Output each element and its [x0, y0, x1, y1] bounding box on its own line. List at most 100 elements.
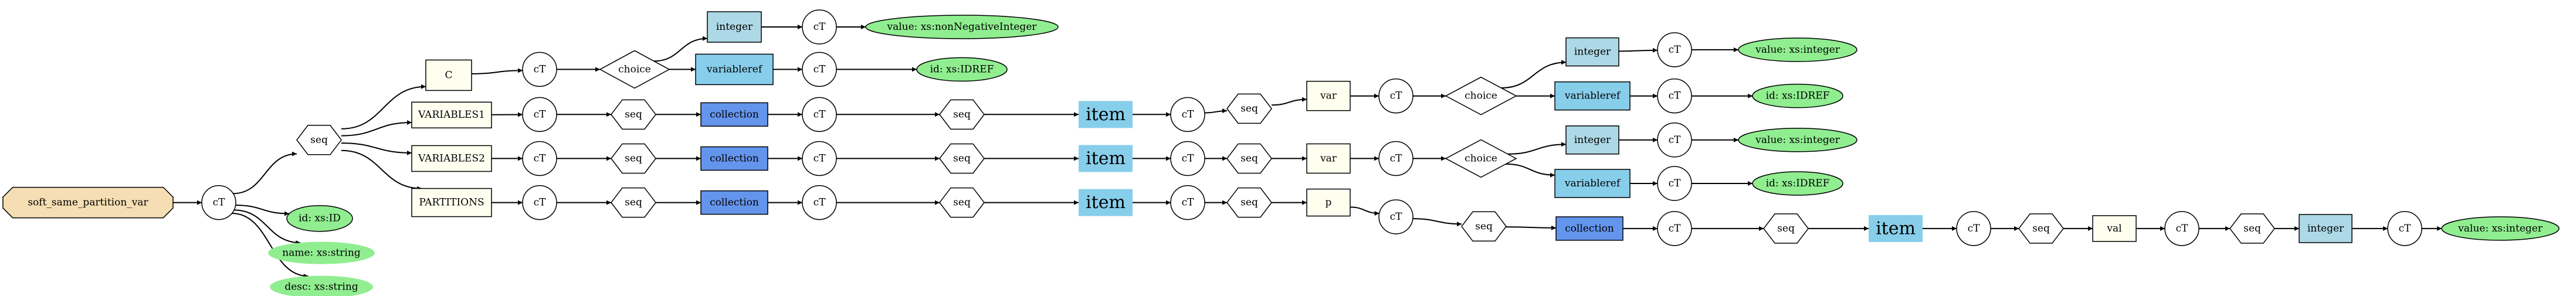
- node-ctVarrefC-shape: [802, 52, 837, 87]
- node-ctIntPP-shape: [2387, 211, 2422, 246]
- node-pP-shape: [1306, 188, 1351, 217]
- node-colP-shape: [700, 190, 768, 215]
- node-ct0-label: cT: [213, 197, 226, 209]
- node-seqP-label: seq: [625, 197, 642, 209]
- node-ctColV2-label: cT: [814, 152, 826, 164]
- node-varrefV1-shape: [1554, 81, 1631, 111]
- node-seqV1-shape: [611, 99, 656, 130]
- node-ctIntC: cT: [802, 9, 837, 45]
- node-itemV1-label: item: [1086, 104, 1126, 125]
- node-valIntV1: value: xs:integer: [1738, 38, 1858, 62]
- node-valIntC-label: value: xs:nonNegativeInteger: [887, 21, 1038, 33]
- node-ctVarrefV1-label: cT: [1669, 90, 1682, 102]
- node-idrefC: id: xs:IDREF: [916, 57, 1008, 82]
- node-root-shape: [2, 186, 174, 219]
- node-ctItemV1: cT: [1170, 97, 1205, 132]
- node-V1-shape: [411, 101, 492, 128]
- node-ctItemPP-shape: [1956, 211, 1991, 246]
- node-attr_id: id: xs:ID: [286, 205, 353, 232]
- node-ctIntPP: cT: [2387, 211, 2422, 246]
- node-itemP-shape: [1079, 189, 1133, 216]
- node-seqColV2: seq: [939, 143, 985, 174]
- node-itemV1-shape: [1079, 101, 1133, 128]
- node-attr_id-label: id: xs:ID: [299, 213, 341, 224]
- edge-choiceC-to-intC: [653, 36, 708, 62]
- node-seqPP: seq: [1461, 211, 1507, 242]
- node-ctItemP-shape: [1170, 185, 1205, 220]
- edge-C-to-ctC: [471, 68, 523, 74]
- node-ctVarrefV2: cT: [1657, 166, 1692, 201]
- edge-seq0-to-P: [341, 149, 422, 191]
- node-intV1-label: integer: [1574, 46, 1611, 58]
- node-seqValPP-shape: [2229, 213, 2275, 244]
- node-varrefC-label: variableref: [706, 63, 763, 75]
- node-choiceC: choice: [599, 50, 670, 89]
- node-valIntV1-label: value: xs:integer: [1755, 44, 1841, 56]
- node-seqValPP-label: seq: [2243, 223, 2261, 234]
- node-seqV1-label: seq: [625, 108, 642, 120]
- node-colPP-shape: [1555, 216, 1623, 241]
- node-idrefV2-label: id: xs:IDREF: [1766, 178, 1830, 189]
- node-ctVarV1-shape: [1378, 78, 1414, 114]
- node-ctValPP: cT: [2164, 211, 2199, 246]
- node-ctVarrefV1: cT: [1657, 78, 1692, 114]
- node-V1-label: VARIABLES1: [418, 109, 485, 121]
- node-ctColP-label: cT: [814, 197, 826, 209]
- node-root-label: soft_same_partition_var: [28, 197, 148, 209]
- node-varV2-label: var: [1320, 152, 1337, 164]
- node-choiceV2-shape: [1445, 139, 1517, 178]
- node-valPP: val: [2092, 215, 2137, 242]
- node-seqItemV1: seq: [1226, 93, 1272, 124]
- node-ctV2: cT: [522, 141, 557, 176]
- node-valPP-label: val: [2106, 223, 2121, 234]
- edge-seq0-to-C: [341, 84, 426, 130]
- node-seqP: seq: [611, 187, 656, 218]
- node-intV1-shape: [1565, 37, 1619, 67]
- node-ctVarV2: cT: [1378, 141, 1414, 176]
- node-seqColV1-shape: [939, 99, 985, 130]
- node-V2-shape: [411, 145, 492, 172]
- node-ctItemPP: cT: [1956, 211, 1991, 246]
- node-varV1-label: var: [1320, 90, 1337, 102]
- edge-ct0-to-seq0: [233, 151, 297, 195]
- node-attr_name: name: xs:string: [268, 241, 375, 264]
- node-seqItemP: seq: [1226, 187, 1272, 218]
- node-intV2-shape: [1565, 125, 1619, 155]
- node-intV1: integer: [1565, 37, 1619, 67]
- node-ctIntC-label: cT: [814, 21, 826, 33]
- node-V2-label: VARIABLES2: [418, 152, 485, 164]
- node-ctV1-label: cT: [534, 108, 547, 120]
- node-attr_id-shape: [286, 205, 353, 232]
- node-seqColV1: seq: [939, 99, 985, 130]
- node-seqItemV2: seq: [1226, 143, 1272, 174]
- node-ctVarV2-shape: [1378, 141, 1414, 176]
- node-intC-shape: [707, 11, 762, 43]
- node-ctV1-shape: [522, 97, 557, 132]
- node-seqColV2-shape: [939, 143, 985, 174]
- node-colV2: collection: [700, 146, 768, 171]
- node-seq0: seq: [296, 125, 342, 155]
- node-seqItemPP: seq: [2018, 213, 2064, 244]
- node-ctIntV2: cT: [1657, 123, 1692, 158]
- edge-ct0-to-attr_desc: [232, 213, 309, 279]
- node-intV2-label: integer: [1574, 134, 1611, 146]
- node-itemP-label: item: [1086, 192, 1126, 213]
- node-ctItemP: cT: [1170, 185, 1205, 220]
- node-itemV1: item: [1079, 101, 1133, 128]
- node-choiceC-shape: [599, 50, 670, 89]
- node-ctItemPP-label: cT: [1968, 223, 1981, 234]
- node-ctColV1: cT: [802, 97, 837, 132]
- node-varrefV1-label: variableref: [1564, 90, 1621, 102]
- node-seqItemV1-label: seq: [1240, 103, 1258, 114]
- node-ctP-label: cT: [534, 197, 547, 209]
- node-varV2-shape: [1306, 143, 1351, 174]
- node-ctItemV1-shape: [1170, 97, 1205, 132]
- node-valIntV1-shape: [1738, 38, 1858, 62]
- node-seqPP-label: seq: [1475, 220, 1493, 232]
- node-valIntV2-shape: [1738, 128, 1858, 152]
- edges-layer: [172, 25, 2442, 279]
- node-seqColP: seq: [939, 187, 985, 218]
- node-colP: collection: [700, 190, 768, 215]
- node-colP-label: collection: [710, 197, 759, 209]
- node-ctVarrefV2-shape: [1657, 166, 1692, 201]
